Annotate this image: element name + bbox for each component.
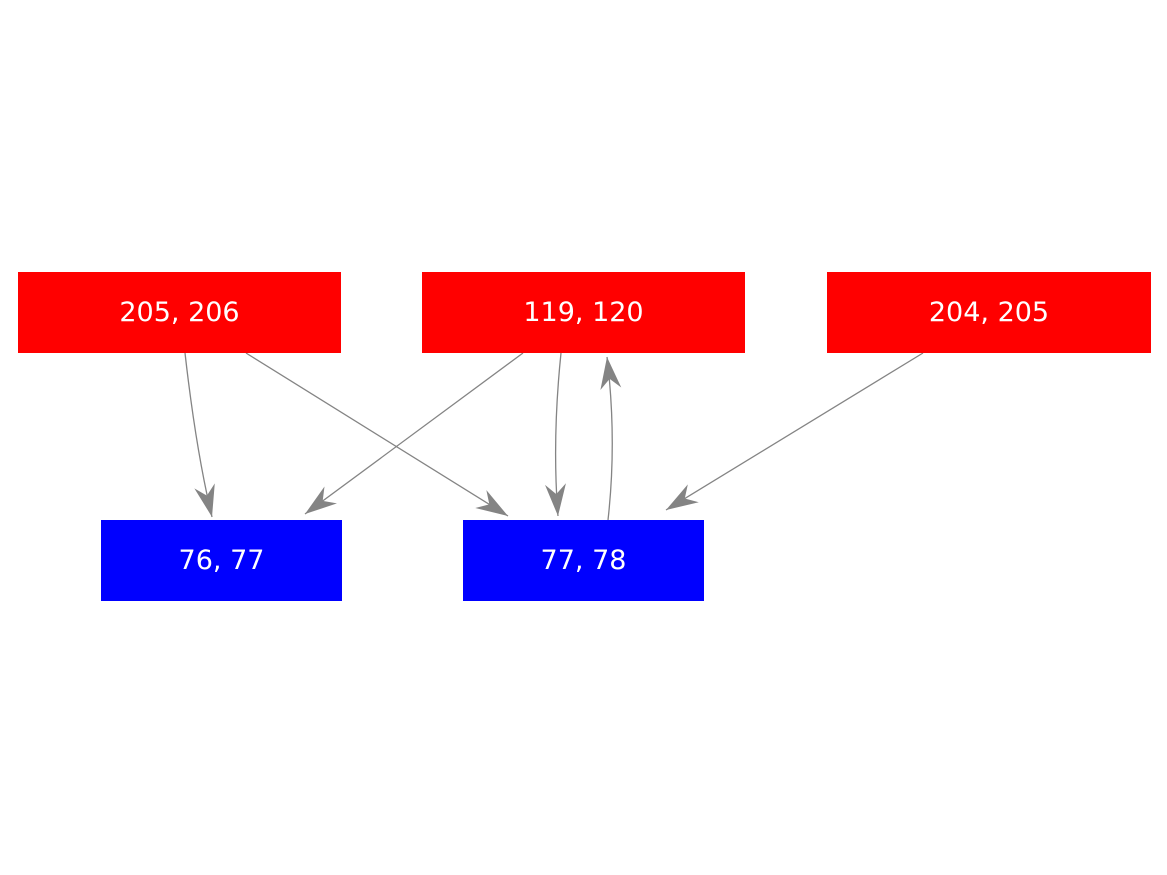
edge-2 bbox=[245, 352, 509, 517]
node-label: 76, 77 bbox=[178, 545, 265, 576]
node-204-205: 204, 205 bbox=[827, 272, 1151, 353]
node-label: 77, 78 bbox=[540, 545, 627, 576]
edge-6 bbox=[665, 352, 924, 511]
node-76-77: 76, 77 bbox=[101, 520, 342, 601]
edge-4 bbox=[545, 352, 566, 517]
edge-1 bbox=[184, 352, 215, 518]
node-77-78: 77, 78 bbox=[463, 520, 704, 601]
node-label: 204, 205 bbox=[928, 297, 1050, 328]
node-label: 119, 120 bbox=[523, 297, 644, 328]
node-label: 205, 206 bbox=[119, 297, 240, 328]
edge-5 bbox=[600, 356, 622, 521]
node-119-120: 119, 120 bbox=[422, 272, 745, 353]
node-205-206: 205, 206 bbox=[18, 272, 341, 353]
edge-3 bbox=[304, 352, 524, 515]
